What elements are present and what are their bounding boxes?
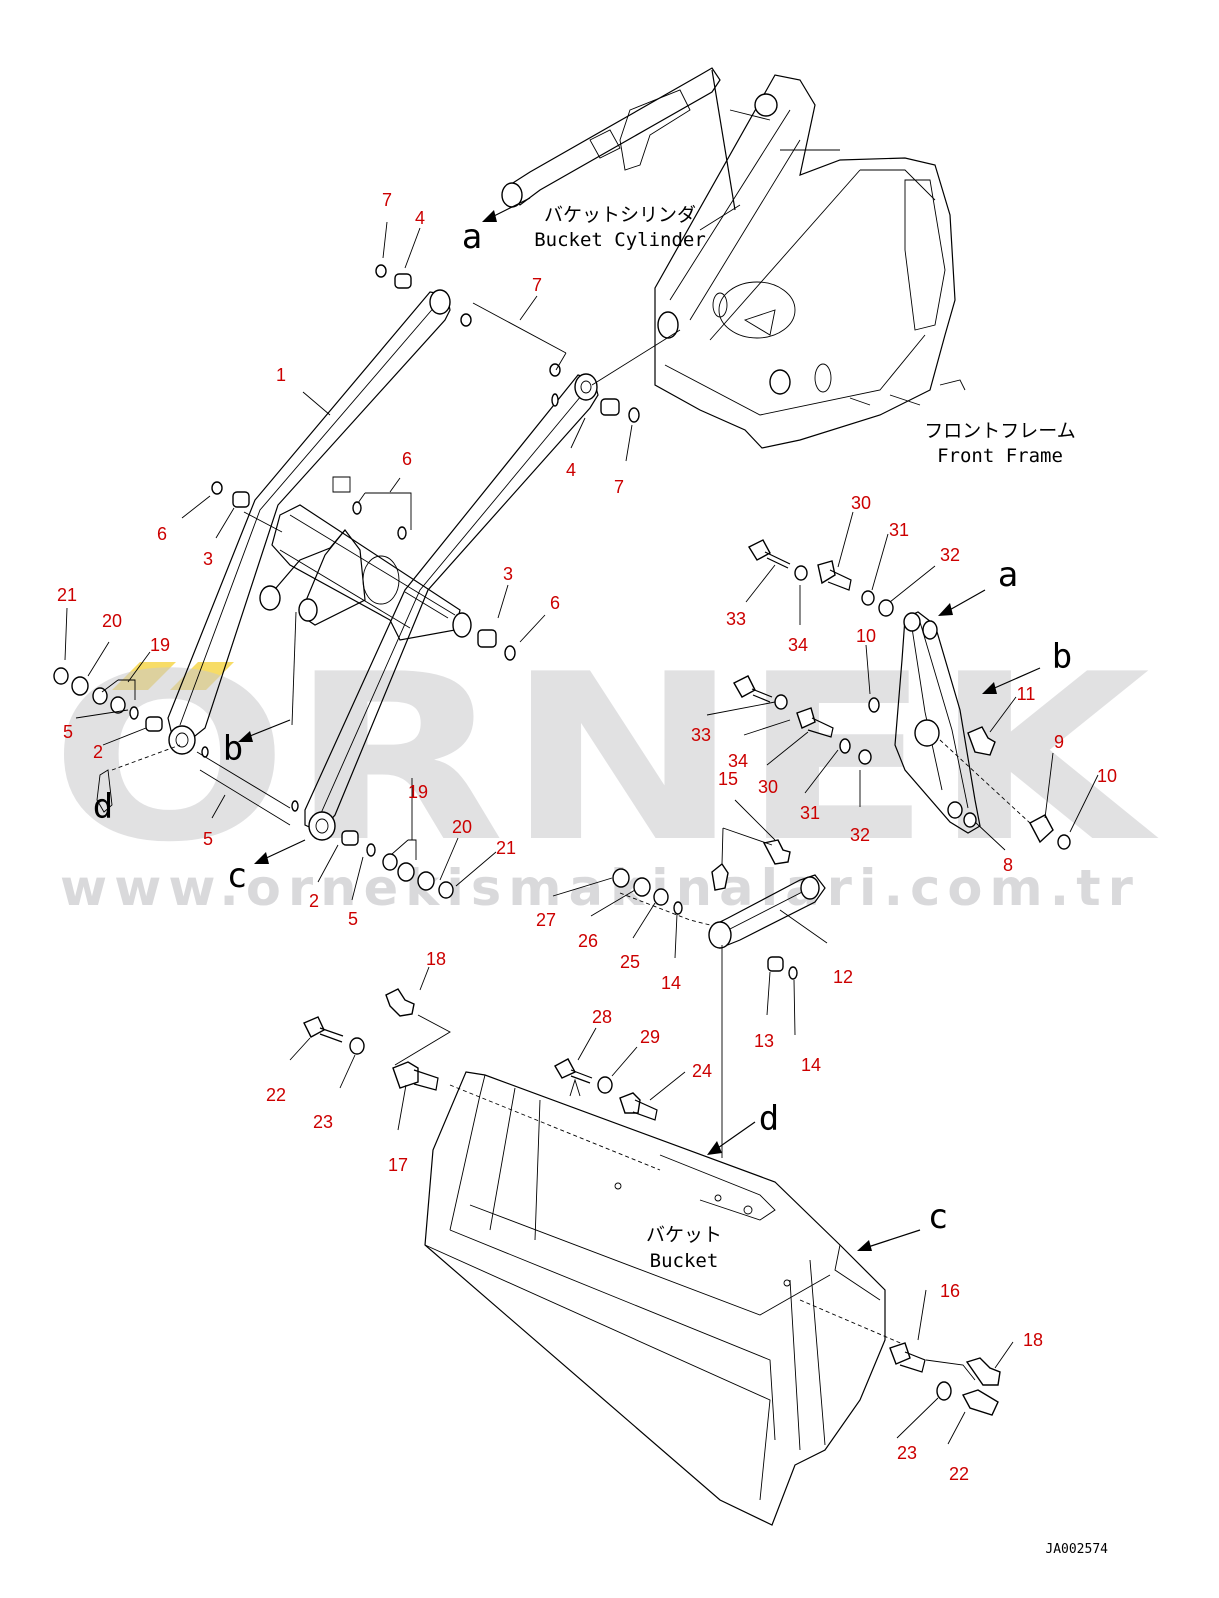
part-callout: 21	[496, 838, 516, 858]
guide-lines	[101, 302, 731, 931]
watermark-accent-mark	[112, 662, 176, 690]
part-callout: 5	[203, 829, 213, 849]
part-callout: 19	[408, 782, 428, 802]
cross-tube	[259, 476, 472, 641]
caption-front-frame-jp: フロントフレーム	[924, 420, 1075, 442]
part-callout: 7	[532, 275, 542, 295]
part-callout: 10	[1097, 766, 1117, 786]
part-callout: 13	[754, 1031, 774, 1051]
caption-bucket-en: Bucket	[650, 1250, 719, 1272]
part-callout: 4	[415, 208, 425, 228]
watermark-brand: ORNEK	[50, 626, 1159, 893]
ref-letter-b: b	[223, 729, 243, 769]
part-callout: 32	[940, 545, 960, 565]
part-callout: 5	[348, 909, 358, 929]
part-callout: 30	[758, 777, 778, 797]
part-callout: 4	[566, 460, 576, 480]
caption-bucket-cylinder-jp: バケットシリンダ	[544, 204, 696, 226]
part-callout: 19	[150, 635, 170, 655]
caption-front-frame-en: Front Frame	[937, 445, 1063, 467]
part-callout: 22	[949, 1464, 969, 1484]
part-callout: 14	[661, 973, 681, 993]
part-callout: 18	[426, 949, 446, 969]
ref-letter-b: b	[1052, 637, 1072, 677]
part-callout: 8	[1003, 855, 1013, 875]
ref-letter-c: c	[928, 1197, 948, 1237]
part-callout: 6	[157, 524, 167, 544]
drawing-code: JA002574	[1045, 1542, 1108, 1557]
part-callout: 20	[102, 611, 122, 631]
part-callout: 7	[614, 477, 624, 497]
captions: バケットシリンダ Bucket Cylinder フロントフレーム Front …	[534, 204, 1108, 1557]
part-callout: 7	[382, 190, 392, 210]
part-callout: 2	[309, 891, 319, 911]
part-callout: 31	[889, 520, 909, 540]
part-callout: 34	[728, 751, 748, 771]
part-callout: 27	[536, 910, 556, 930]
part-callout: 20	[452, 817, 472, 837]
part-callout: 3	[503, 564, 513, 584]
bell-crank	[868, 611, 1071, 850]
part-callout: 21	[57, 585, 77, 605]
part-callout: 3	[203, 549, 213, 569]
ref-letter-c: c	[227, 856, 247, 896]
watermark-accent-mark	[170, 662, 234, 690]
bucket-link	[612, 827, 826, 1158]
part-callout: 32	[850, 825, 870, 845]
boom-arm-left	[167, 289, 451, 755]
part-callout: 33	[691, 725, 711, 745]
caption-bucket-cylinder-en: Bucket Cylinder	[534, 229, 706, 251]
bucket-cylinder	[501, 67, 736, 211]
watermark: ORNEK www.ornekismakinalari.com.tr	[50, 626, 1159, 917]
part-callout: 17	[388, 1155, 408, 1175]
part-callout: 29	[640, 1027, 660, 1047]
part-callout: 10	[856, 626, 876, 646]
front-frame	[654, 74, 966, 449]
caption-bucket-jp: バケット	[646, 1224, 722, 1246]
part-callout: 5	[63, 722, 73, 742]
part-callout: 11	[1017, 684, 1036, 704]
bucket-fasteners	[303, 988, 1001, 1416]
part-callout: 16	[940, 1281, 960, 1301]
part-callout: 1	[276, 365, 286, 385]
part-callout: 6	[550, 593, 560, 613]
part-callout: 26	[578, 931, 598, 951]
part-callout: 9	[1054, 732, 1064, 752]
part-callout: 28	[592, 1007, 612, 1027]
ref-letter-a: a	[462, 217, 482, 257]
bucket	[424, 1071, 906, 1526]
part-callout: 2	[93, 742, 103, 762]
part-callout: 12	[833, 967, 853, 987]
part-callout: 18	[1023, 1330, 1043, 1350]
leader-lines	[64, 221, 1099, 1445]
boom-arm-right	[304, 373, 599, 841]
part-callout: 15	[718, 769, 738, 789]
part-callout: 22	[266, 1085, 286, 1105]
part-callout: 33	[726, 609, 746, 629]
reference-letters: a b c d a b c d	[93, 217, 1072, 1237]
part-callout: 25	[620, 952, 640, 972]
ref-letter-d: d	[93, 787, 113, 827]
part-callout: 23	[897, 1443, 917, 1463]
watermark-url: www.ornekismakinalari.com.tr	[60, 859, 1140, 917]
reference-arrows	[238, 197, 1041, 1251]
part-callout: 6	[402, 449, 412, 469]
ref-letter-d: d	[759, 1099, 779, 1139]
part-callout: 14	[801, 1055, 821, 1075]
callouts: 7 4 7 1 6 6 3 4 7 3 6 21 20 19 5 2 5 2 1…	[57, 190, 1117, 1484]
small-parts	[53, 264, 640, 899]
part-callout: 24	[692, 1061, 712, 1081]
part-callout: 23	[313, 1112, 333, 1132]
part-callout: 31	[800, 803, 820, 823]
ref-letter-a: a	[998, 555, 1018, 595]
part-callout: 34	[788, 635, 808, 655]
crank-fasteners	[733, 539, 894, 765]
part-callout: 30	[851, 493, 871, 513]
